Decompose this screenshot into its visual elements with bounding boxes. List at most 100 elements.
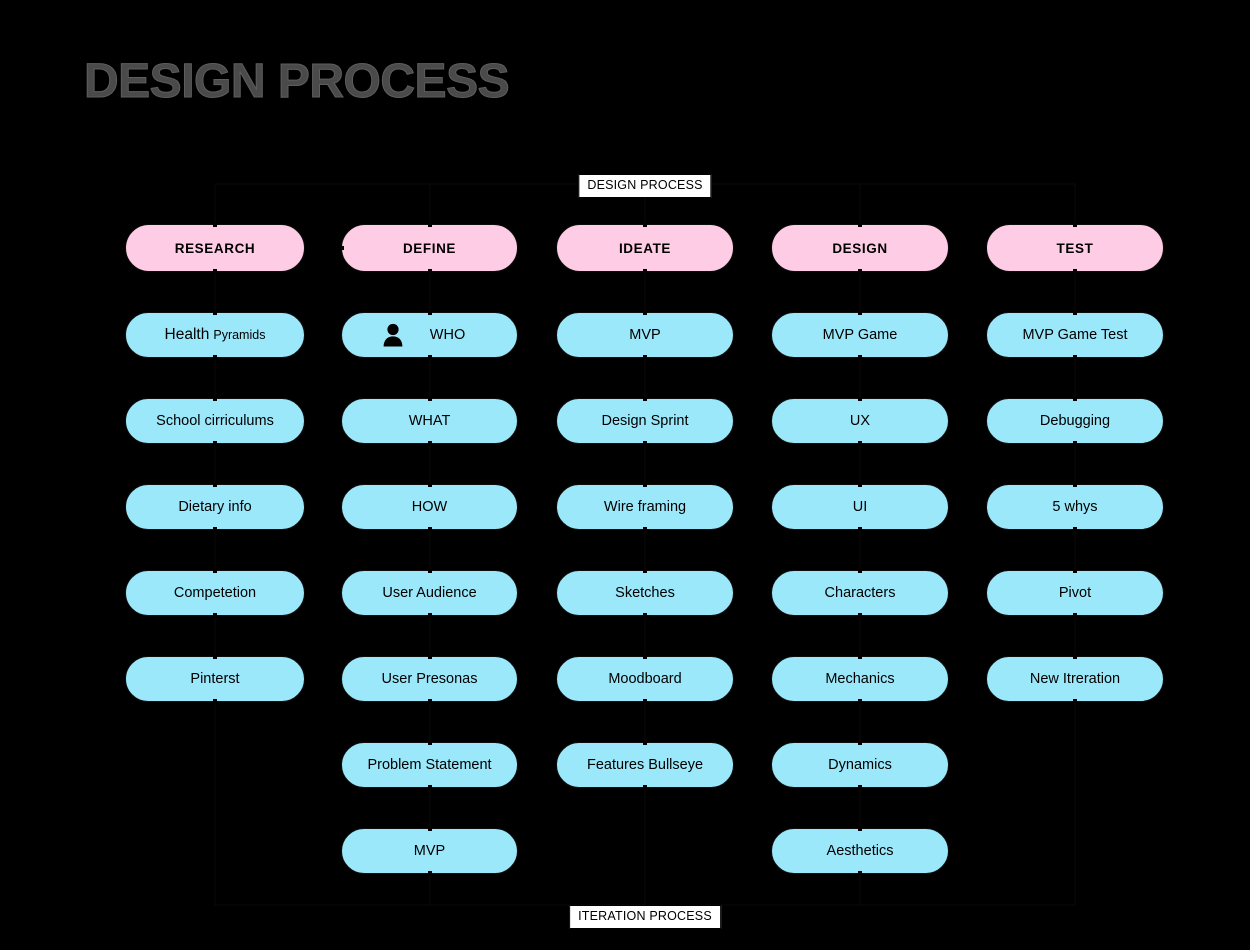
port-bottom <box>213 355 217 359</box>
step-node-features-bullseye[interactable]: Features Bullseye <box>556 741 734 789</box>
step-node-pinterst[interactable]: Pinterst <box>125 655 305 703</box>
port-bottom <box>858 355 862 359</box>
step-node-ideate-mvp[interactable]: MVP <box>556 311 734 359</box>
port-top <box>427 397 432 401</box>
port-bottom <box>858 871 862 875</box>
phase-label: DEFINE <box>402 240 457 256</box>
step-node-mvp-game-test[interactable]: MVP Game Test <box>986 311 1164 359</box>
step-node-competetion[interactable]: Competetion <box>125 569 305 617</box>
step-node-moodboard[interactable]: Moodboard <box>556 655 734 703</box>
step-node-wire-framing[interactable]: Wire framing <box>556 483 734 531</box>
step-node-aesthetics[interactable]: Aesthetics <box>771 827 949 875</box>
port-top <box>427 655 432 659</box>
step-label: UX <box>849 413 871 429</box>
step-node-ui[interactable]: UI <box>771 483 949 531</box>
port-top <box>1073 483 1077 487</box>
step-node-health-pyramids[interactable]: Health Pyramids <box>125 311 305 359</box>
step-node-who[interactable]: WHO <box>341 311 518 359</box>
step-node-user-presonas[interactable]: User Presonas <box>341 655 518 703</box>
port-top <box>427 311 432 315</box>
step-node-ux[interactable]: UX <box>771 397 949 445</box>
step-node-user-audience[interactable]: User Audience <box>341 569 518 617</box>
step-node-what[interactable]: WHAT <box>341 397 518 445</box>
port-left <box>340 246 344 250</box>
port-bottom <box>213 613 217 617</box>
phase-node-ideate[interactable]: IDEATE <box>556 223 734 273</box>
step-label-sub: Pyramids <box>213 328 266 342</box>
port-bottom <box>213 269 217 273</box>
port-bottom <box>858 269 862 273</box>
step-label: School cirriculums <box>156 413 274 429</box>
step-node-school-cirriculums[interactable]: School cirriculums <box>125 397 305 445</box>
port-bottom <box>643 527 647 531</box>
phase-node-define[interactable]: DEFINE <box>340 223 518 273</box>
port-bottom <box>643 699 647 703</box>
step-node-characters[interactable]: Characters <box>771 569 949 617</box>
port-top <box>213 223 217 227</box>
step-label: WHO <box>429 327 466 343</box>
step-label: New Itreration <box>1029 671 1121 687</box>
port-top <box>1073 397 1077 401</box>
port-bottom <box>427 613 432 617</box>
section-label-bottom: ITERATION PROCESS <box>569 905 721 929</box>
step-label: Aesthetics <box>826 843 894 859</box>
port-bottom <box>427 441 432 445</box>
phase-label: RESEARCH <box>174 240 256 256</box>
port-top <box>858 741 862 745</box>
port-bottom <box>1073 613 1077 617</box>
port-bottom <box>427 355 432 359</box>
port-bottom <box>643 355 647 359</box>
port-bottom <box>858 613 862 617</box>
port-top <box>858 827 862 831</box>
step-label: HOW <box>411 499 448 515</box>
port-top <box>213 483 217 487</box>
step-label-main: Health <box>164 326 210 343</box>
port-top <box>1073 311 1077 315</box>
port-top <box>858 223 862 227</box>
port-bottom <box>858 785 862 789</box>
step-node-define-mvp[interactable]: MVP <box>341 827 518 875</box>
port-top <box>213 655 217 659</box>
port-top <box>643 483 647 487</box>
step-node-dynamics[interactable]: Dynamics <box>771 741 949 789</box>
port-bottom <box>1073 527 1077 531</box>
step-node-design-sprint[interactable]: Design Sprint <box>556 397 734 445</box>
phase-label: IDEATE <box>618 240 672 256</box>
phase-label: DESIGN <box>832 240 888 256</box>
step-node-5-whys[interactable]: 5 whys <box>986 483 1164 531</box>
port-bottom <box>643 441 647 445</box>
phase-label: TEST <box>1056 240 1094 256</box>
port-bottom <box>427 527 432 531</box>
port-top <box>1073 223 1077 227</box>
port-bottom <box>858 441 862 445</box>
port-top <box>858 569 862 573</box>
port-bottom <box>427 871 432 875</box>
step-label: Wire framing <box>603 499 687 515</box>
port-bottom <box>1073 355 1077 359</box>
step-node-mechanics[interactable]: Mechanics <box>771 655 949 703</box>
step-label: MVP <box>413 843 446 859</box>
port-top <box>427 223 432 227</box>
step-node-pivot[interactable]: Pivot <box>986 569 1164 617</box>
port-top <box>858 311 862 315</box>
phase-node-research[interactable]: RESEARCH <box>125 223 305 273</box>
section-label-top: DESIGN PROCESS <box>578 174 712 198</box>
step-node-sketches[interactable]: Sketches <box>556 569 734 617</box>
step-label: User Audience <box>382 585 477 601</box>
step-node-problem-statement[interactable]: Problem Statement <box>341 741 518 789</box>
step-label: Pinterst <box>190 671 240 687</box>
port-top <box>858 655 862 659</box>
step-node-dietary-info[interactable]: Dietary info <box>125 483 305 531</box>
step-label: Features Bullseye <box>586 757 704 773</box>
step-node-debugging[interactable]: Debugging <box>986 397 1164 445</box>
port-bottom <box>427 269 432 273</box>
step-node-how[interactable]: HOW <box>341 483 518 531</box>
step-node-mvp-game[interactable]: MVP Game <box>771 311 949 359</box>
step-label: Mechanics <box>825 671 895 687</box>
port-top <box>643 397 647 401</box>
port-top <box>427 569 432 573</box>
port-top <box>1073 655 1077 659</box>
phase-node-design[interactable]: DESIGN <box>771 223 949 273</box>
step-node-new-itreration[interactable]: New Itreration <box>986 655 1164 703</box>
phase-node-test[interactable]: TEST <box>986 223 1164 273</box>
